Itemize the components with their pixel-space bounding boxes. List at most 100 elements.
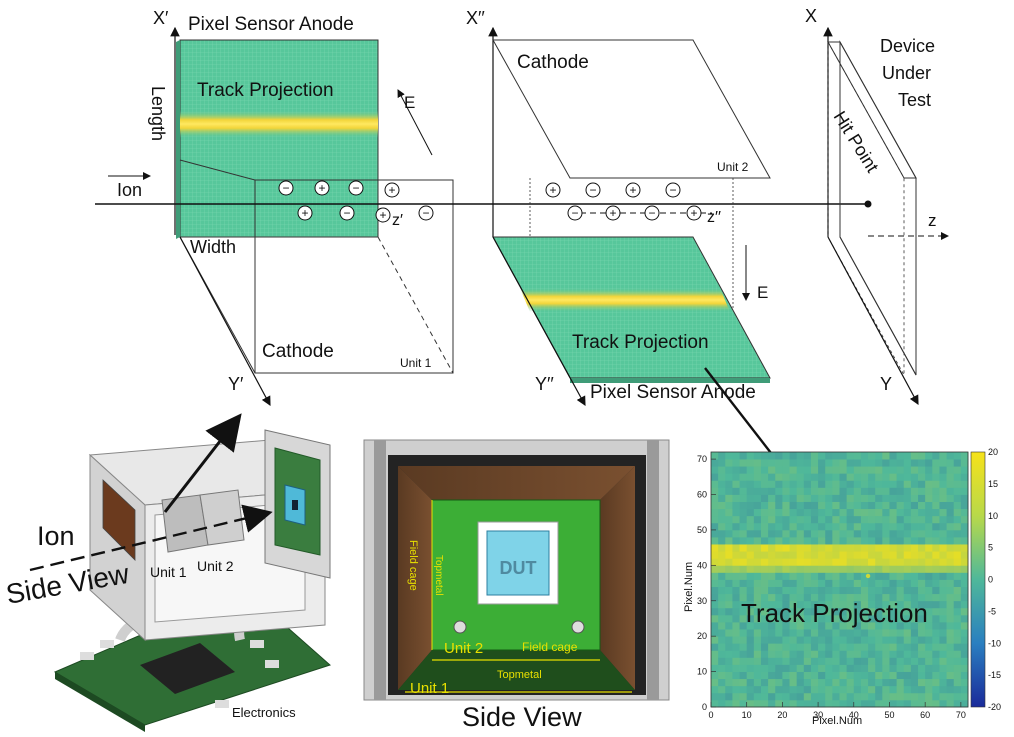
- heatmap-cell: [932, 515, 940, 524]
- heatmap-cell: [839, 650, 848, 658]
- heatmap-cell: [789, 607, 798, 616]
- heatmap-cell: [810, 565, 819, 573]
- heatmap-cell: [839, 614, 848, 623]
- heatmap-colorbar-tick-label: 15: [988, 479, 998, 489]
- heatmap-cell: [711, 501, 719, 510]
- heatmap-cell: [739, 551, 748, 559]
- heatmap-cell: [825, 459, 833, 467]
- heatmap-cell: [832, 579, 840, 587]
- heatmap-cell: [839, 487, 848, 495]
- heatmap-cell: [789, 508, 798, 517]
- heatmap-cell: [789, 629, 798, 637]
- heatmap-cell: [932, 629, 940, 637]
- heatmap-cell: [810, 544, 819, 552]
- heatmap-cell: [718, 544, 726, 552]
- heatmap-cell: [803, 558, 812, 566]
- heatmap-cell: [825, 685, 833, 694]
- heatmap-cell: [932, 671, 940, 680]
- heatmap-cell: [903, 494, 912, 502]
- heatmap-cell: [796, 459, 805, 467]
- heatmap-cell: [939, 657, 947, 665]
- heatmap-cell: [953, 544, 962, 552]
- heatmap-cell: [960, 636, 969, 644]
- heatmap-cell: [946, 508, 955, 517]
- heatmap-cell: [789, 452, 798, 460]
- svg-text:−: −: [422, 206, 429, 220]
- heatmap-cell: [718, 692, 726, 701]
- heatmap-cell: [839, 558, 848, 566]
- heatmap-cell: [732, 565, 740, 573]
- heatmap-cell: [875, 515, 883, 524]
- heatmap-cell: [939, 565, 947, 573]
- heatmap-cell: [718, 473, 726, 481]
- heatmap-cell: [782, 529, 790, 538]
- heatmap-cell: [896, 579, 905, 587]
- heatmap-cell: [868, 551, 876, 559]
- heatmap-cell: [846, 459, 855, 467]
- heatmap-cell: [725, 622, 733, 630]
- heatmap-cell: [918, 480, 926, 488]
- heatmap-cell: [903, 692, 912, 701]
- heatmap-cell: [768, 515, 776, 524]
- heatmap-cell: [739, 480, 748, 488]
- heatmap-cell: [810, 650, 819, 658]
- heatmap-cell: [739, 643, 748, 651]
- heatmap-cell: [732, 622, 740, 630]
- heatmap-cell: [889, 544, 898, 552]
- heatmap-cell: [860, 494, 869, 502]
- unit2-e-label: E: [757, 283, 768, 302]
- heatmap-cell: [903, 614, 912, 623]
- heatmap-cell: [796, 671, 805, 680]
- heatmap-cell: [932, 586, 940, 595]
- side-view-unit1-label: Unit 1: [410, 680, 449, 697]
- heatmap-cell: [818, 692, 826, 701]
- heatmap-cell: [882, 565, 890, 573]
- unit1-z-axis-label: z′: [392, 212, 403, 229]
- heatmap-cell: [796, 586, 805, 595]
- heatmap-cell: [825, 657, 833, 665]
- heatmap-cell: [760, 685, 769, 694]
- heatmap-cell: [789, 480, 798, 488]
- heatmap-cell: [960, 494, 969, 502]
- heatmap-cell: [753, 537, 762, 545]
- heatmap-cell: [803, 622, 812, 630]
- heatmap-cell: [789, 494, 798, 502]
- heatmap-cell: [775, 565, 783, 573]
- heatmap-cell: [718, 607, 726, 616]
- heatmap-cell: [732, 466, 740, 474]
- unit1-track-band: [180, 110, 378, 138]
- heatmap-overlay-label: Track Projection: [741, 598, 928, 628]
- heatmap-x-tick-label: 20: [777, 710, 787, 720]
- heatmap-colorbar-tick-label: 20: [988, 447, 998, 457]
- heatmap-cell: [910, 657, 919, 665]
- heatmap-cell: [882, 692, 890, 701]
- heatmap-cell: [810, 508, 819, 517]
- heatmap-cell: [760, 537, 769, 545]
- heatmap-cell: [946, 480, 955, 488]
- heatmap-cell: [818, 579, 826, 587]
- heatmap-cell: [711, 600, 719, 609]
- heatmap-cell: [746, 586, 755, 595]
- heatmap-cell: [725, 487, 733, 495]
- heatmap-cell: [818, 480, 826, 488]
- heatmap-cell: [760, 565, 769, 573]
- heatmap-cell: [925, 671, 933, 680]
- heatmap-cell: [789, 664, 798, 672]
- heatmap-cell: [768, 650, 776, 658]
- heatmap-cell: [839, 600, 848, 609]
- heatmap-cell: [803, 551, 812, 559]
- heatmap-cell: [825, 537, 833, 545]
- heatmap-cell: [889, 622, 898, 630]
- heatmap-cell: [932, 685, 940, 694]
- heatmap-cell: [753, 607, 762, 616]
- heatmap-cell: [910, 537, 919, 545]
- heatmap-cell: [939, 501, 947, 510]
- heatmap-cell: [925, 678, 933, 687]
- heatmap-cell: [753, 480, 762, 488]
- heatmap-cell: [796, 629, 805, 637]
- heatmap-cell: [746, 671, 755, 680]
- heatmap-cell: [925, 508, 933, 517]
- heatmap-colorbar-tick-label: 0: [988, 575, 993, 585]
- heatmap-cell: [860, 537, 869, 545]
